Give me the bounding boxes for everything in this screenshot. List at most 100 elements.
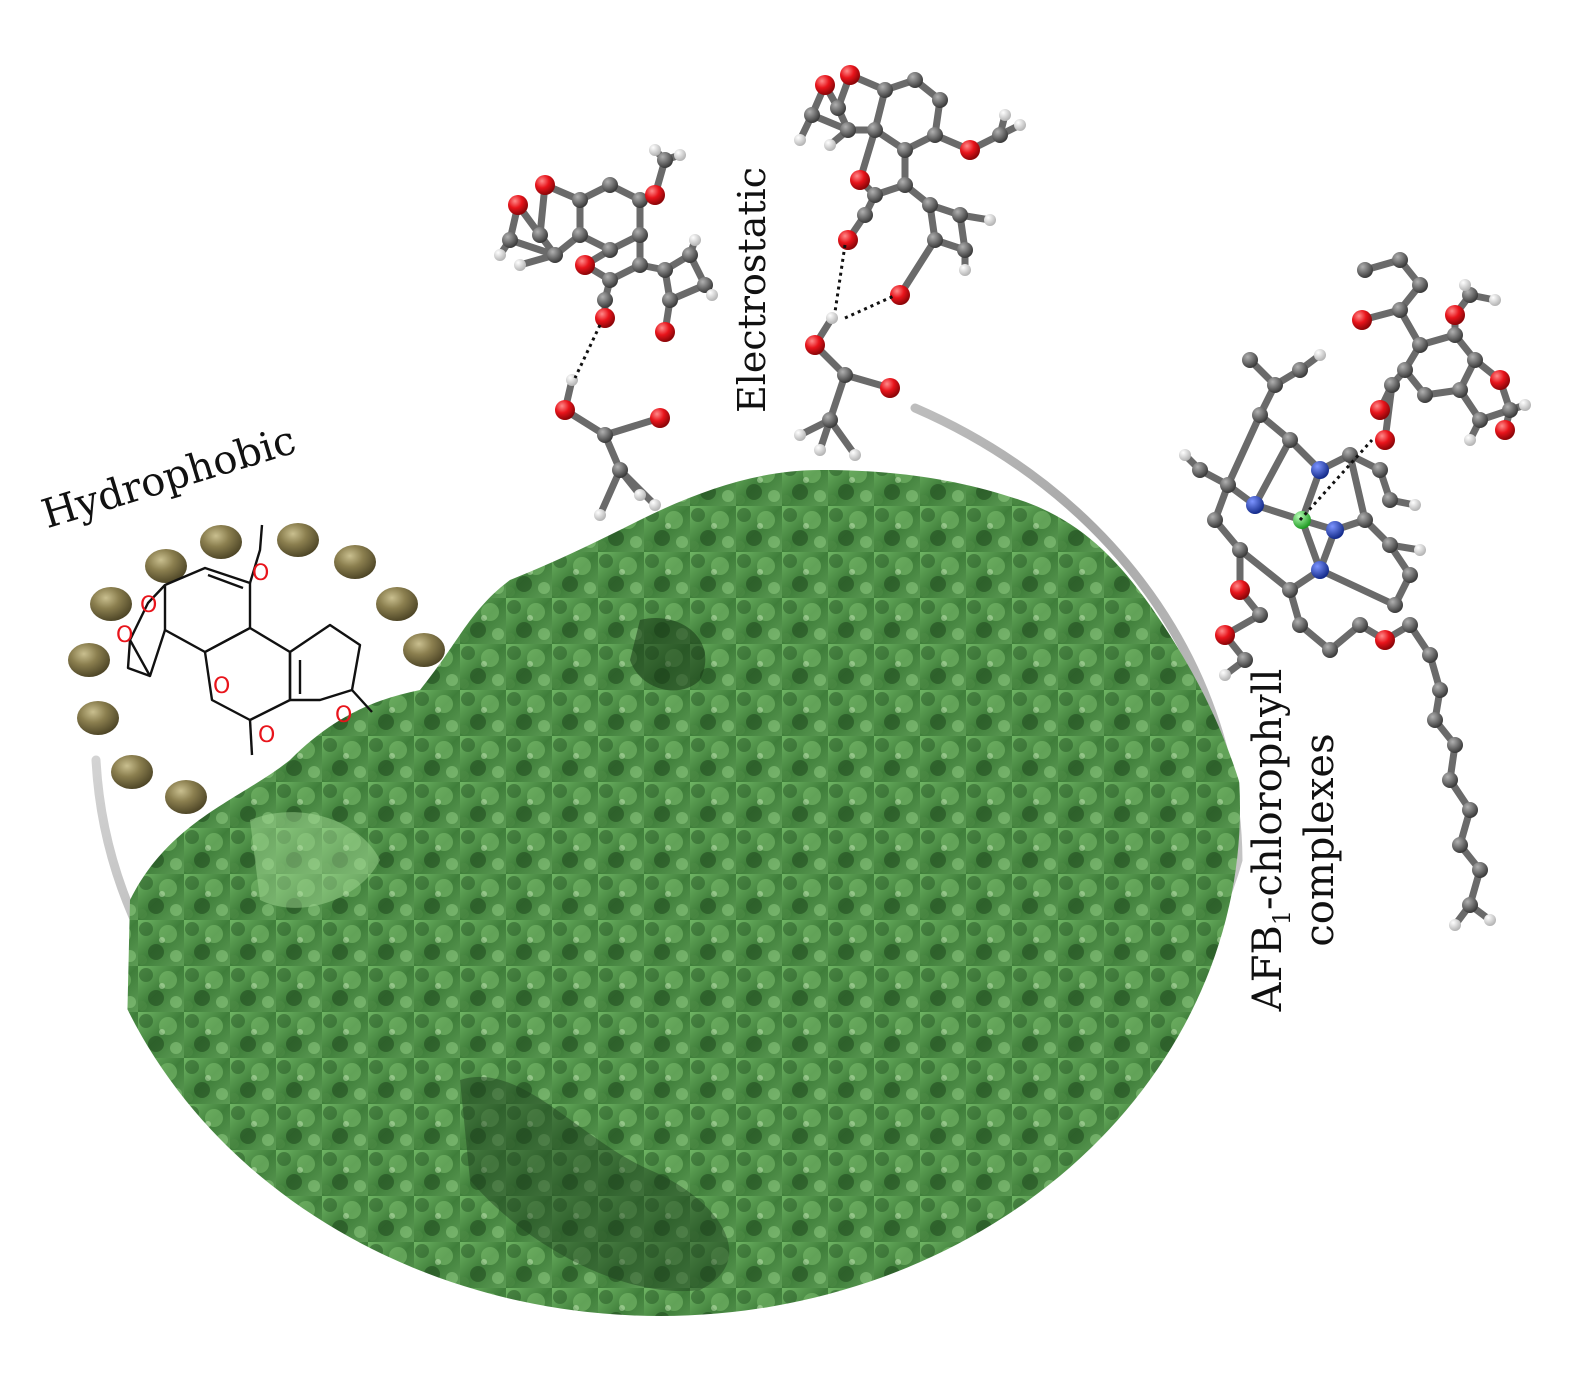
atom: [602, 242, 618, 258]
atom: [1292, 617, 1308, 633]
atom: [649, 499, 661, 511]
algae-sphere: [91, 403, 1243, 1316]
bond: [1346, 451, 1369, 524]
atom: [1495, 420, 1515, 440]
atom: [634, 489, 646, 501]
atom: [1427, 712, 1443, 728]
atom: [1311, 461, 1329, 479]
bond: [1236, 546, 1294, 594]
atom: [1412, 277, 1428, 293]
afb-suffix: -chlorophyll: [1245, 668, 1292, 910]
atom: [1352, 310, 1372, 330]
afb1-chlorophyll-label: AFB1-chlorophyll complexes: [1245, 669, 1343, 1012]
bond: [1251, 436, 1294, 509]
hydrophobic-bead: [165, 780, 207, 814]
atom: [805, 335, 825, 355]
atom: [1370, 400, 1390, 420]
foliage-shadow: [630, 618, 706, 691]
atom: [1449, 919, 1461, 931]
atom: [1452, 837, 1468, 853]
atom: [1219, 669, 1231, 681]
atom: [897, 142, 913, 158]
atom: [697, 277, 713, 293]
atom: [1392, 302, 1408, 318]
atom: [674, 149, 686, 161]
afb1-molecule-right: [1352, 252, 1531, 450]
atom: [1397, 362, 1413, 378]
atom: [840, 65, 860, 85]
atom: [927, 232, 943, 248]
atom: [1432, 682, 1448, 698]
atom: [959, 264, 971, 276]
atom: [1242, 352, 1258, 368]
atom: [1314, 349, 1326, 361]
atom: [907, 72, 923, 88]
atom: [1502, 402, 1518, 418]
atom: [514, 259, 526, 271]
atom: [960, 140, 980, 160]
atom: [1467, 352, 1483, 368]
atom: [1230, 580, 1250, 600]
atom: [682, 247, 698, 263]
atom: [952, 207, 968, 223]
atom: [1357, 512, 1373, 528]
atom: [1472, 412, 1488, 428]
hydrophobic-bead: [376, 587, 418, 621]
atom: [1014, 119, 1026, 131]
oxygen-label: O: [116, 623, 133, 648]
atom: [1447, 737, 1463, 753]
atom: [1220, 477, 1236, 493]
atom: [597, 427, 613, 443]
atom: [1462, 287, 1478, 303]
atom: [1417, 387, 1433, 403]
atom: [1462, 897, 1478, 913]
atom: [1409, 499, 1421, 511]
atom: [850, 170, 870, 190]
atom: [840, 122, 856, 138]
atom: [877, 82, 893, 98]
atom: [1357, 262, 1373, 278]
atom: [867, 122, 883, 138]
hydrophobic-bead: [145, 549, 187, 583]
atom: [502, 232, 518, 248]
hbond-line: [833, 244, 847, 313]
atom: [837, 367, 853, 383]
hydrophobic-bead: [334, 545, 376, 579]
atom: [1372, 462, 1388, 478]
oxygen-label: O: [252, 561, 269, 586]
hydrophobic-bead: [68, 643, 110, 677]
atom: [1392, 252, 1408, 268]
oxygen-label: O: [258, 723, 275, 748]
atom: [612, 462, 628, 478]
oxygen-label: O: [335, 703, 352, 728]
atom: [932, 92, 948, 108]
atom: [794, 134, 806, 146]
hbond-line: [573, 324, 602, 379]
atom: [1387, 597, 1403, 613]
bond: [896, 236, 939, 299]
atom: [804, 107, 820, 123]
atom: [1414, 544, 1426, 556]
afb1-molecule-middle: [794, 65, 1026, 461]
hydrophobic-beads: [68, 523, 445, 814]
atom: [1452, 382, 1468, 398]
hydrophobic-bead: [90, 587, 132, 621]
atom: [632, 227, 648, 243]
atom: [1442, 772, 1458, 788]
atom: [706, 289, 718, 301]
atom: [1282, 432, 1298, 448]
hydrophobic-bead: [77, 701, 119, 735]
atom: [1519, 399, 1531, 411]
atom: [595, 308, 615, 328]
atom: [1192, 462, 1208, 478]
atom: [1282, 582, 1298, 598]
atom: [922, 197, 938, 213]
atom: [1490, 370, 1510, 390]
atom: [1382, 537, 1398, 553]
atom: [1375, 430, 1395, 450]
atom: [814, 444, 826, 456]
foliage-highlight: [250, 812, 380, 908]
atom: [532, 227, 548, 243]
oxygen-label: O: [213, 674, 230, 699]
atom: [555, 400, 575, 420]
